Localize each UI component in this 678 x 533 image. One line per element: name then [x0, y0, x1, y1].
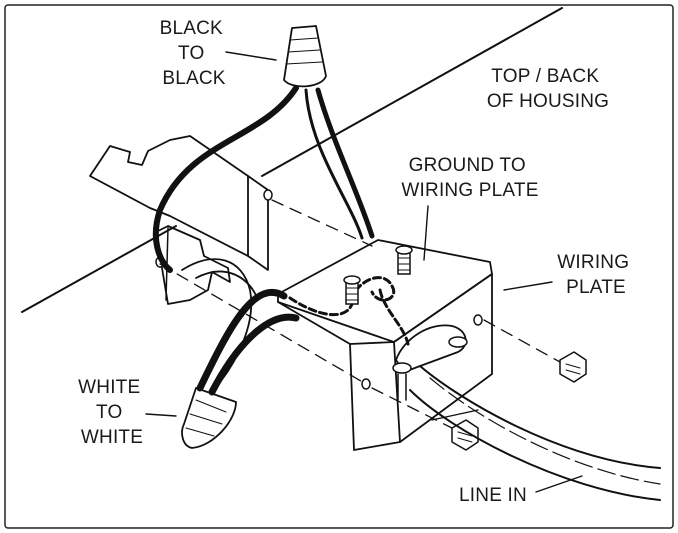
label-wiring-plate: WIRING PLATE — [557, 252, 634, 298]
leader-lines — [145, 51, 583, 493]
wire-nut-icon — [283, 25, 327, 88]
diagram-frame — [4, 4, 674, 529]
black-wire — [152, 85, 375, 273]
ground-stud-icon — [395, 245, 413, 275]
cable-clamp-icon — [392, 324, 468, 401]
wire-nut-icon — [181, 387, 237, 449]
white-wires — [181, 258, 300, 396]
label-line-in: LINE IN — [459, 485, 527, 506]
label-ground-to-plate: GROUND TO WIRING PLATE — [401, 155, 538, 201]
mounting-bracket — [89, 135, 273, 271]
screw-icon — [451, 419, 479, 451]
housing-edge-line — [21, 7, 563, 313]
ground-wire — [288, 276, 410, 346]
ground-stud-icon — [343, 275, 361, 305]
label-top-back-housing: TOP / BACK OF HOUSING — [487, 66, 609, 112]
line-in-cable — [409, 365, 661, 501]
alignment-lines — [159, 199, 561, 429]
label-black-to-black: BLACK TO BLACK — [160, 18, 229, 89]
label-white-to-white: WHITE TO WHITE — [78, 377, 146, 448]
screw-icon — [559, 351, 587, 383]
